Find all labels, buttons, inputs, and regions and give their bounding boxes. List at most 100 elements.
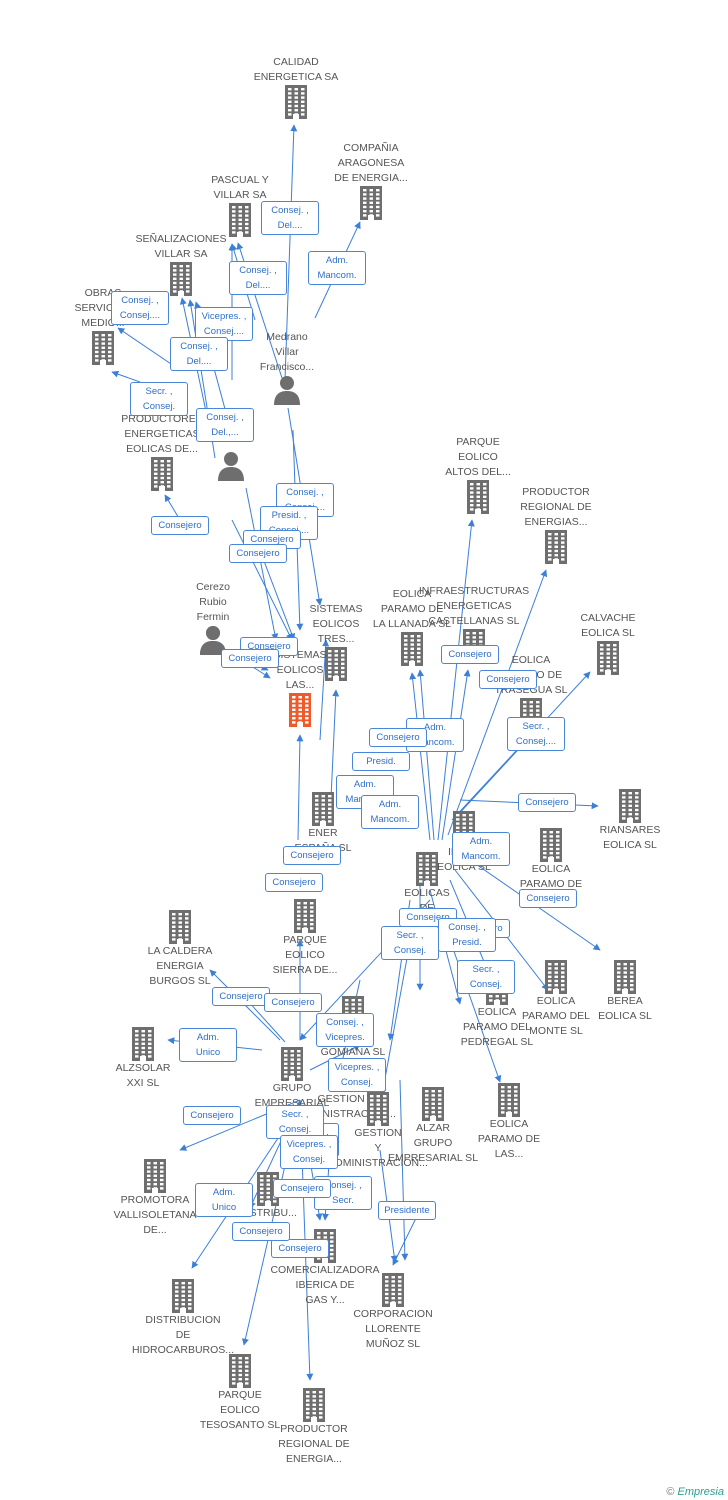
node-label-line: LAS... bbox=[285, 679, 315, 691]
node-label-line: EOLICA bbox=[489, 1118, 529, 1130]
relation-role-badge[interactable]: Secr. ,Consej.... bbox=[507, 717, 565, 751]
person-node[interactable] bbox=[171, 451, 291, 481]
node-label-line: EOLICA bbox=[392, 588, 432, 600]
relation-role-badge[interactable]: Consej. ,Consej.... bbox=[111, 291, 169, 325]
relation-role-badge[interactable]: Consejero bbox=[479, 669, 537, 689]
relation-role-badge[interactable]: Consejero bbox=[273, 1178, 331, 1198]
node-label-line: PARQUE bbox=[456, 436, 500, 448]
role-text: Vicepres. bbox=[325, 1032, 365, 1043]
relation-role-badge[interactable]: Consejero bbox=[221, 648, 279, 668]
relation-role-badge[interactable]: Secr. ,Consej. bbox=[266, 1105, 324, 1139]
relation-role-badge[interactable]: Secr. ,Consej. bbox=[130, 382, 188, 416]
relation-role-badge[interactable]: Consej. ,Del.,... bbox=[196, 408, 254, 442]
building-icon bbox=[597, 641, 619, 675]
relation-role-badge[interactable]: Consejero bbox=[283, 845, 341, 865]
relation-role-badge[interactable]: Secr. ,Consej. bbox=[381, 926, 439, 960]
person-icon bbox=[218, 452, 244, 481]
node-label-line: PRODUCTOR bbox=[280, 1423, 348, 1435]
node-label-line: EOLICA SL bbox=[598, 1010, 652, 1022]
node-label-line: GRUPO bbox=[272, 1082, 312, 1094]
relation-role-badge[interactable]: Adm.Unico bbox=[195, 1183, 253, 1217]
role-text: Secr. , bbox=[396, 930, 424, 941]
role-text: Secr. , bbox=[472, 964, 500, 975]
relation-role-badge[interactable]: Consejero bbox=[212, 986, 270, 1006]
relation-role-badge[interactable]: Adm.Mancom. bbox=[452, 832, 510, 866]
node-label-line: SISTEMAS bbox=[309, 603, 363, 615]
building-icon bbox=[289, 693, 311, 727]
role-text: Consej. bbox=[292, 1154, 326, 1165]
node-label-line: TRES... bbox=[317, 633, 355, 645]
node-label-line: ENERGIA... bbox=[285, 1453, 342, 1465]
building-icon bbox=[498, 1083, 520, 1117]
relation-role-badge[interactable]: Consej. ,Del.... bbox=[170, 337, 228, 371]
relation-role-badge[interactable]: Consej. ,Vicepres. bbox=[316, 1013, 374, 1047]
node-label-line: ENERGETICAS bbox=[436, 600, 512, 612]
node-label-line: Medrano bbox=[266, 331, 308, 343]
node-label-line: DISTRIBUCION bbox=[145, 1314, 221, 1326]
relation-role-badge[interactable]: Consejero bbox=[271, 1238, 329, 1258]
node-label-line: PARAMO DE bbox=[477, 1133, 541, 1145]
relation-role-badge[interactable]: Consej. ,Del.... bbox=[229, 261, 287, 295]
relation-role-badge[interactable]: Adm.Mancom. bbox=[308, 251, 366, 285]
relation-role-badge[interactable]: Consej. ,Del.... bbox=[261, 201, 319, 235]
relation-role-badge[interactable]: Consejero bbox=[232, 1221, 290, 1241]
relation-role-badge[interactable]: Adm.Unico bbox=[179, 1028, 237, 1062]
relation-role-badge[interactable]: Consejero bbox=[264, 992, 322, 1012]
relation-role-badge[interactable]: Consejero bbox=[519, 888, 577, 908]
role-text: Consejero bbox=[272, 876, 316, 888]
role-text: Unico bbox=[211, 1202, 237, 1213]
person-node[interactable] bbox=[153, 625, 273, 655]
role-text: Presidente bbox=[384, 1204, 430, 1216]
relation-role-badge[interactable]: Consejero bbox=[265, 872, 323, 892]
relation-role-badge[interactable]: Adm.Mancom. bbox=[361, 795, 419, 829]
relation-role-badge[interactable]: Vicepres. ,Consej. bbox=[328, 1058, 386, 1092]
relation-role-badge[interactable]: Presid. bbox=[352, 751, 410, 771]
node-label-line: EOLICA SL bbox=[603, 839, 657, 851]
role-text: Mancom. bbox=[461, 851, 501, 862]
relation-role-badge[interactable]: Secr. ,Consej. bbox=[457, 960, 515, 994]
relation-role-badge[interactable]: Consejero bbox=[518, 792, 576, 812]
relation-role-badge[interactable]: Consejero bbox=[441, 644, 499, 664]
relation-role-badge[interactable]: Vicepres. ,Consej.... bbox=[195, 307, 253, 341]
brand-logo[interactable]: Empresia bbox=[677, 1486, 724, 1498]
relation-role-badge[interactable]: Consejero bbox=[151, 515, 209, 535]
relation-role-badge[interactable]: Consejero bbox=[183, 1105, 241, 1125]
relation-role-badge[interactable]: Consejero bbox=[369, 727, 427, 747]
relation-role-badge[interactable]: Consej. ,Presid. bbox=[438, 918, 496, 952]
relation-role-badge[interactable]: Presidente bbox=[378, 1200, 436, 1220]
role-text: Del.... bbox=[277, 220, 303, 231]
node-label-line: GESTION Y bbox=[317, 1093, 375, 1105]
relation-role-badge[interactable]: Consejero bbox=[229, 543, 287, 563]
relation-role-badge[interactable]: Vicepres. ,Consej. bbox=[280, 1135, 338, 1169]
